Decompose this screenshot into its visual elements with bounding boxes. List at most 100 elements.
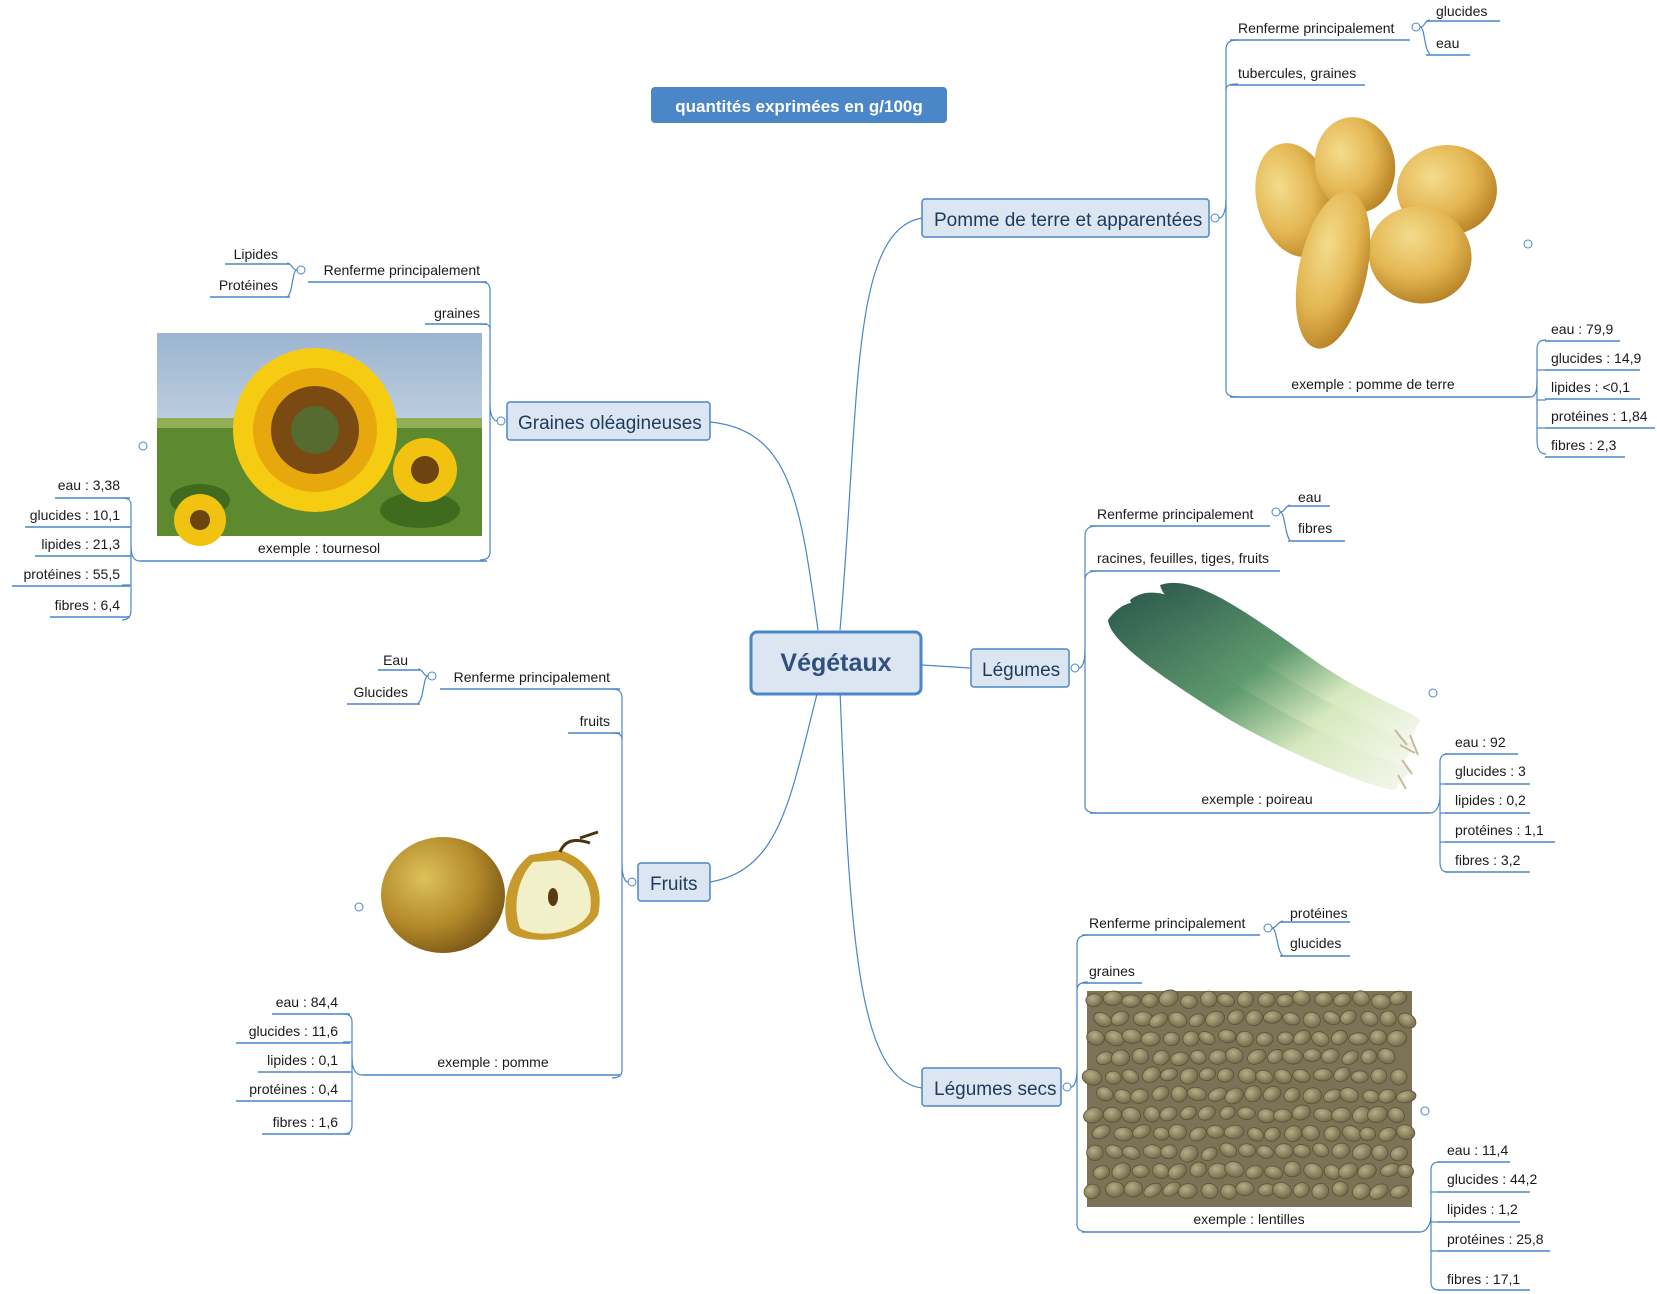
collapse-toggle-image-graines[interactable]: [138, 441, 148, 451]
lentil-grain: [1121, 1106, 1141, 1124]
collapse-toggle-image-legumes-secs[interactable]: [1420, 1106, 1430, 1116]
lentil-grain: [1292, 1068, 1311, 1084]
lentil-grain: [1339, 1087, 1360, 1103]
valeur-legumes-secs-1: eau : 11,4: [1447, 1142, 1508, 1158]
lentil-grain: [1081, 1069, 1103, 1086]
lentil-grain: [1357, 1163, 1377, 1180]
valeur-fruits-1: eau : 84,4: [276, 994, 338, 1010]
exemple-pomme-de-terre: exemple : pomme de terre: [1291, 376, 1455, 392]
valeur-fruits-3: lipides : 0,1: [267, 1052, 338, 1068]
lentil-grain: [1247, 1048, 1267, 1065]
lentil-grain: [1301, 1124, 1320, 1142]
collapse-toggle-renferme-legumes[interactable]: [1271, 507, 1281, 517]
leek-image: [1108, 582, 1420, 790]
lentil-grain: [1110, 1010, 1130, 1027]
central-topic[interactable]: Végétaux: [749, 630, 923, 696]
lentil-grain: [1341, 1050, 1360, 1066]
lentil-grain: [1236, 991, 1254, 1008]
lentil-grain: [1121, 1069, 1140, 1084]
lentil-grain: [1302, 1087, 1323, 1105]
lentil-grain: [1311, 1031, 1330, 1047]
lentil-grain: [1104, 1070, 1122, 1085]
collapse-toggle-fruits[interactable]: [627, 877, 637, 887]
lentil-grain: [1158, 989, 1179, 1007]
branch-graines-oleagineuses: Graines oléagineuses Renferme principale…: [12, 246, 711, 621]
lentil-grain: [1132, 1124, 1152, 1139]
collapse-toggle-image-legumes[interactable]: [1428, 688, 1438, 698]
lentil-grain: [1179, 1105, 1198, 1121]
lentil-grain: [1333, 1066, 1351, 1082]
valeur-fruits-4: protéines : 0,4: [249, 1081, 338, 1097]
valeur-fruits-2: glucides : 11,6: [249, 1023, 338, 1039]
valeur-legumes-secs-2: glucides : 44,2: [1447, 1171, 1537, 1187]
lentil-grain: [1198, 1031, 1216, 1046]
lentil-grain: [1085, 993, 1103, 1008]
lentil-grain: [1113, 1126, 1134, 1142]
lentil-grain: [1219, 1142, 1238, 1158]
lentil-grain: [1143, 1182, 1163, 1198]
collapse-toggle-legumes[interactable]: [1070, 663, 1080, 673]
note-text: quantités exprimées en g/100g: [675, 97, 923, 116]
lentil-grain: [1121, 994, 1141, 1008]
collapse-toggle-renferme-graines[interactable]: [296, 265, 306, 275]
valeur-legumes-1: eau : 92: [1455, 734, 1506, 750]
collapse-toggle-graines-oleagineuses[interactable]: [496, 416, 506, 426]
lentil-grain: [1331, 1180, 1349, 1197]
lentil-grain: [1351, 1143, 1373, 1161]
topic-graines-oleagineuses[interactable]: Graines oléagineuses: [506, 401, 711, 441]
topic-graines-oleagineuses-label: Graines oléagineuses: [518, 413, 702, 434]
lentils-image: [1081, 989, 1417, 1207]
collapse-toggle-legumes-secs[interactable]: [1062, 1082, 1072, 1092]
lentil-grain: [1179, 1145, 1199, 1163]
lentil-grain: [1386, 1030, 1408, 1047]
topic-fruits[interactable]: Fruits: [637, 862, 711, 902]
lentil-grain: [1257, 992, 1276, 1008]
lentil-grain: [1086, 1029, 1105, 1046]
lentil-grain: [1216, 993, 1235, 1008]
valeur-legumes-5: fibres : 3,2: [1455, 852, 1521, 868]
lentil-grain: [1397, 1163, 1414, 1179]
valeur-legumes-3: lipides : 0,2: [1455, 792, 1526, 808]
lentil-grain: [1352, 990, 1370, 1007]
lentil-grain: [1180, 994, 1198, 1010]
valeur-pomme-de-terre-3: lipides : <0,1: [1551, 379, 1630, 395]
lentil-grain: [1331, 1142, 1351, 1159]
renferme-item-legumes-2: fibres: [1298, 520, 1332, 536]
lentil-grain: [1225, 1047, 1244, 1064]
lentil-grain: [1367, 1105, 1388, 1124]
lentil-grain: [1369, 1029, 1387, 1046]
collapse-toggle-pomme-de-terre[interactable]: [1210, 213, 1220, 223]
lentil-grain: [1162, 1181, 1181, 1197]
renferme-item-legumes-secs-2: glucides: [1290, 935, 1341, 951]
lentil-grain: [1282, 1048, 1303, 1065]
lentil-grain: [1141, 993, 1159, 1009]
collapse-toggle-image-fruits[interactable]: [354, 902, 364, 912]
lentil-grain: [1179, 1067, 1199, 1085]
collapse-toggle-renferme-legumes-secs[interactable]: [1263, 923, 1273, 933]
lentil-grain: [1197, 1105, 1216, 1121]
lentil-grain: [1160, 1144, 1178, 1160]
lentil-grain: [1168, 1123, 1187, 1141]
lentil-grain: [1378, 1088, 1397, 1104]
lentil-grain: [1237, 1106, 1256, 1120]
valeur-graines-2: glucides : 10,1: [30, 507, 120, 523]
topic-legumes[interactable]: Légumes: [970, 648, 1070, 688]
lentil-grain: [1104, 1030, 1125, 1047]
note-box[interactable]: quantités exprimées en g/100g: [651, 87, 947, 123]
topic-legumes-secs[interactable]: Légumes secs: [921, 1067, 1062, 1107]
topic-pomme-de-terre[interactable]: Pomme de terre et apparentées: [921, 198, 1210, 238]
lentil-grain: [1205, 1010, 1225, 1028]
collapse-toggle-image-pomme-de-terre[interactable]: [1523, 239, 1533, 249]
collapse-toggle-renferme-fruits[interactable]: [427, 671, 437, 681]
lentil-grain: [1263, 1010, 1283, 1024]
lentil-grain: [1130, 1088, 1150, 1104]
topic-legumes-secs-label: Légumes secs: [934, 1079, 1057, 1100]
lentil-grain: [1111, 1162, 1132, 1180]
lentil-grain: [1121, 1145, 1141, 1160]
lentil-grain: [1273, 1068, 1293, 1085]
collapse-toggle-renferme-pomme-de-terre[interactable]: [1411, 22, 1421, 32]
lentil-grain: [1292, 1144, 1311, 1158]
lentil-grain: [1163, 1031, 1180, 1047]
lentil-grain: [1189, 1126, 1207, 1142]
lentil-grain: [1123, 1180, 1143, 1198]
